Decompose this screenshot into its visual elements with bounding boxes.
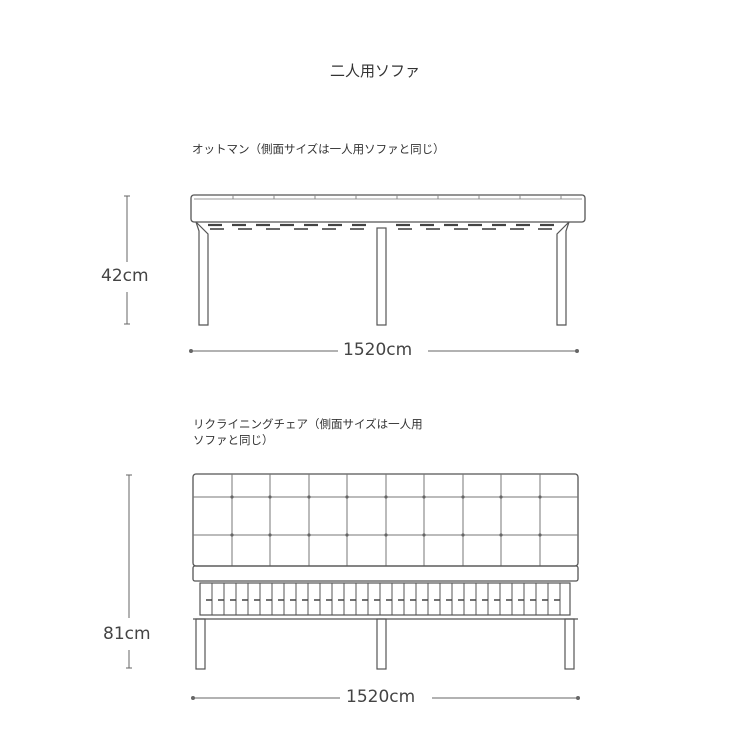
page-title: 二人用ソファ (329, 62, 420, 80)
ottoman-caption: オットマン（側面サイズは一人用ソファと同じ） (192, 142, 445, 156)
ottoman-drawing (190, 194, 586, 326)
ottoman-width-label: 1520cm (343, 340, 413, 360)
sofa-width-label: 1520cm (346, 687, 416, 707)
sofa-legs (195, 618, 575, 670)
sofa-height-dimension (126, 474, 132, 669)
ottoman-legs (195, 221, 570, 326)
sofa-caption: リクライニングチェア（側面サイズは一人用ソファと同じ） (193, 417, 423, 447)
sofa-back-vertical-seams (231, 474, 541, 566)
ottoman-height-dimension (124, 195, 130, 325)
ottoman-width-dimension (189, 349, 579, 353)
sofa-tufting-buttons (230, 495, 542, 537)
sofa-straps (211, 583, 561, 615)
sofa-height-label: 81cm (103, 624, 151, 644)
sofa-width-dimension (191, 696, 580, 700)
ottoman-cushion-seams (232, 195, 562, 199)
ottoman-height-label: 42cm (101, 266, 149, 286)
sofa-drawing (192, 473, 579, 670)
